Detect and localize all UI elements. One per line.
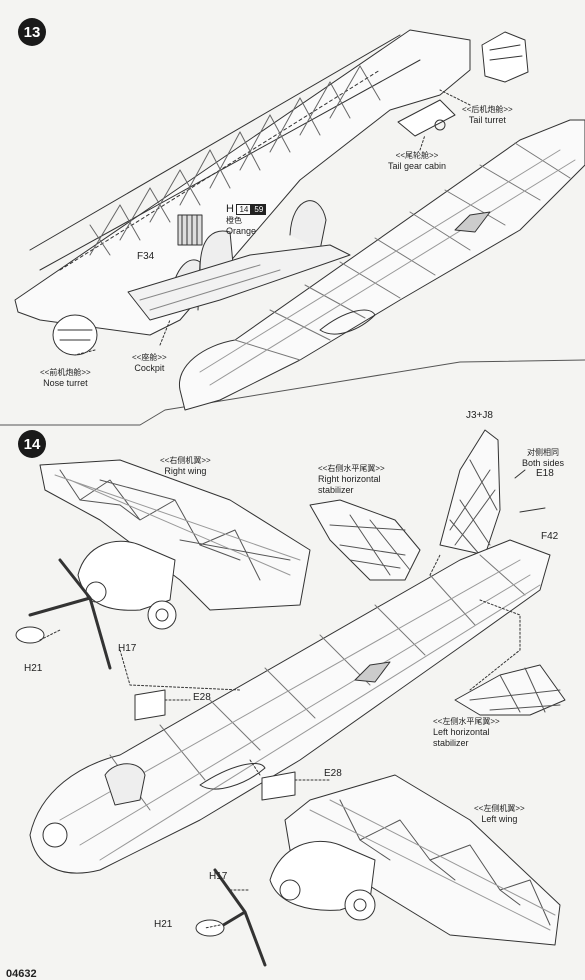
right-wing-label: <<右侧机翼>> Right wing [160, 456, 211, 476]
left-stabilizer-label: <<左侧水平尾翼>> Left horizontal stabilizer [433, 717, 500, 748]
nose-turret-label: <<前机炮舱>> Nose turret [40, 368, 91, 388]
part-e28-bottom: E28 [324, 768, 342, 779]
left-wing-label: <<左侧机翼>> Left wing [474, 804, 525, 824]
cockpit-label: <<座舱>> Cockpit [132, 353, 167, 373]
step-divider [0, 359, 585, 426]
main-fuselage [29, 539, 551, 874]
paint-code-59: 59 [251, 204, 267, 215]
part-j3-j8: J3+J8 [466, 410, 493, 421]
part-h21-bottom: H21 [154, 919, 173, 930]
part-e18: E18 [536, 468, 554, 479]
right-propeller [15, 558, 112, 670]
tail-turret-label: <<后机炮舱>> Tail turret [462, 105, 513, 125]
right-stabilizer [309, 499, 421, 581]
step-14-badge: 14 [18, 430, 46, 458]
small-parts-step14 [134, 469, 546, 801]
part-h21-top: H21 [24, 663, 43, 674]
part-h17-bottom: H17 [209, 871, 228, 882]
right-wing [39, 459, 311, 611]
part-f42: F42 [541, 531, 559, 542]
vertical-fin [439, 429, 501, 556]
left-stabilizer [454, 664, 566, 716]
fuselage-exterior-step13 [179, 119, 585, 411]
part-h17-top: H17 [118, 643, 137, 654]
step-13-badge: 13 [18, 18, 46, 46]
sheet-code: 04632 [6, 968, 37, 980]
part-f34: F34 [137, 251, 155, 262]
left-propeller [195, 868, 267, 967]
right-engine [77, 540, 177, 630]
both-sides-label: 对侧相同 Both sides [522, 448, 565, 468]
paint-code-14: 14 [236, 204, 252, 215]
fuselage-half-interior [14, 29, 529, 356]
left-engine [269, 840, 376, 921]
right-stabilizer-label: <<右侧水平尾翼>> Right horizontal stabilizer [318, 464, 385, 495]
tail-gear-cabin-label: <<尾轮舱>> Tail gear cabin [388, 151, 447, 171]
leader-lines-step14 [39, 554, 521, 929]
part-e28-top: E28 [193, 692, 211, 703]
